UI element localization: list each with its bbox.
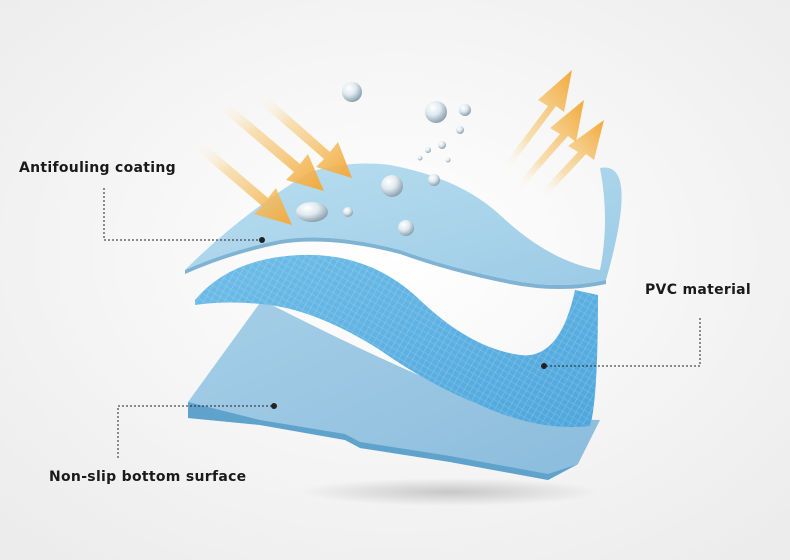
water-droplet-icon bbox=[343, 207, 353, 217]
water-droplet-icon bbox=[425, 101, 447, 123]
water-droplet-icon bbox=[428, 174, 440, 186]
water-droplet-icon bbox=[342, 82, 362, 102]
water-droplet-icon bbox=[398, 220, 414, 236]
water-droplet-icon bbox=[456, 126, 464, 134]
water-droplet-icon bbox=[438, 141, 446, 149]
water-droplet-icon bbox=[381, 175, 403, 197]
leader-dot bbox=[259, 237, 265, 243]
label-non-slip-bottom: Non-slip bottom surface bbox=[49, 469, 246, 485]
leader-dot bbox=[541, 363, 547, 369]
water-droplet-icon bbox=[296, 202, 328, 222]
label-antifouling-coating: Antifouling coating bbox=[19, 160, 176, 176]
water-droplet-icon bbox=[425, 147, 431, 153]
water-droplet-icon bbox=[418, 156, 423, 161]
water-droplet-icon bbox=[446, 158, 451, 163]
label-pvc-material: PVC material bbox=[645, 282, 751, 298]
leader-dot bbox=[271, 403, 277, 409]
shadow bbox=[300, 478, 600, 506]
water-droplet-icon bbox=[459, 104, 471, 116]
